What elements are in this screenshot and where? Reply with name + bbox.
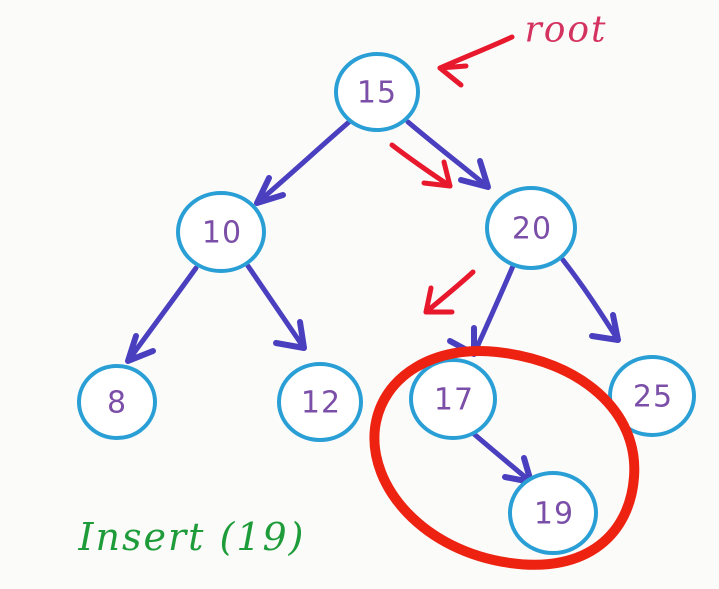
go-right-arrow	[389, 142, 453, 189]
node-circle-8	[77, 364, 157, 440]
node-circle-19	[508, 471, 598, 555]
edge-15-20-head	[458, 158, 491, 190]
edge-10-8-head	[125, 333, 156, 364]
edge-17-19	[471, 431, 534, 485]
go-right-arrow-head	[421, 159, 453, 189]
edge-10-8	[125, 265, 199, 364]
root-pointer-arrow	[437, 34, 515, 71]
edge-15-10-head	[254, 175, 286, 206]
node-circle-15	[334, 52, 420, 132]
insertion-highlight-ellipse	[369, 346, 640, 570]
node-circle-12	[277, 362, 363, 442]
edge-15-10	[254, 119, 352, 206]
edge-10-12	[245, 263, 307, 351]
go-left-arrow-head	[423, 285, 455, 315]
edge-10-12-head	[273, 319, 307, 351]
root-pointer-arrow-head	[437, 63, 469, 88]
edge-20-17	[471, 263, 516, 357]
node-circle-20	[485, 186, 577, 270]
node-circle-17	[409, 358, 497, 440]
edge-15-20	[405, 119, 491, 190]
go-left-arrow	[423, 269, 476, 315]
node-circle-10	[176, 191, 266, 273]
edge-20-25	[560, 257, 621, 343]
edge-20-25-head	[589, 312, 621, 343]
node-circle-25	[608, 355, 696, 437]
